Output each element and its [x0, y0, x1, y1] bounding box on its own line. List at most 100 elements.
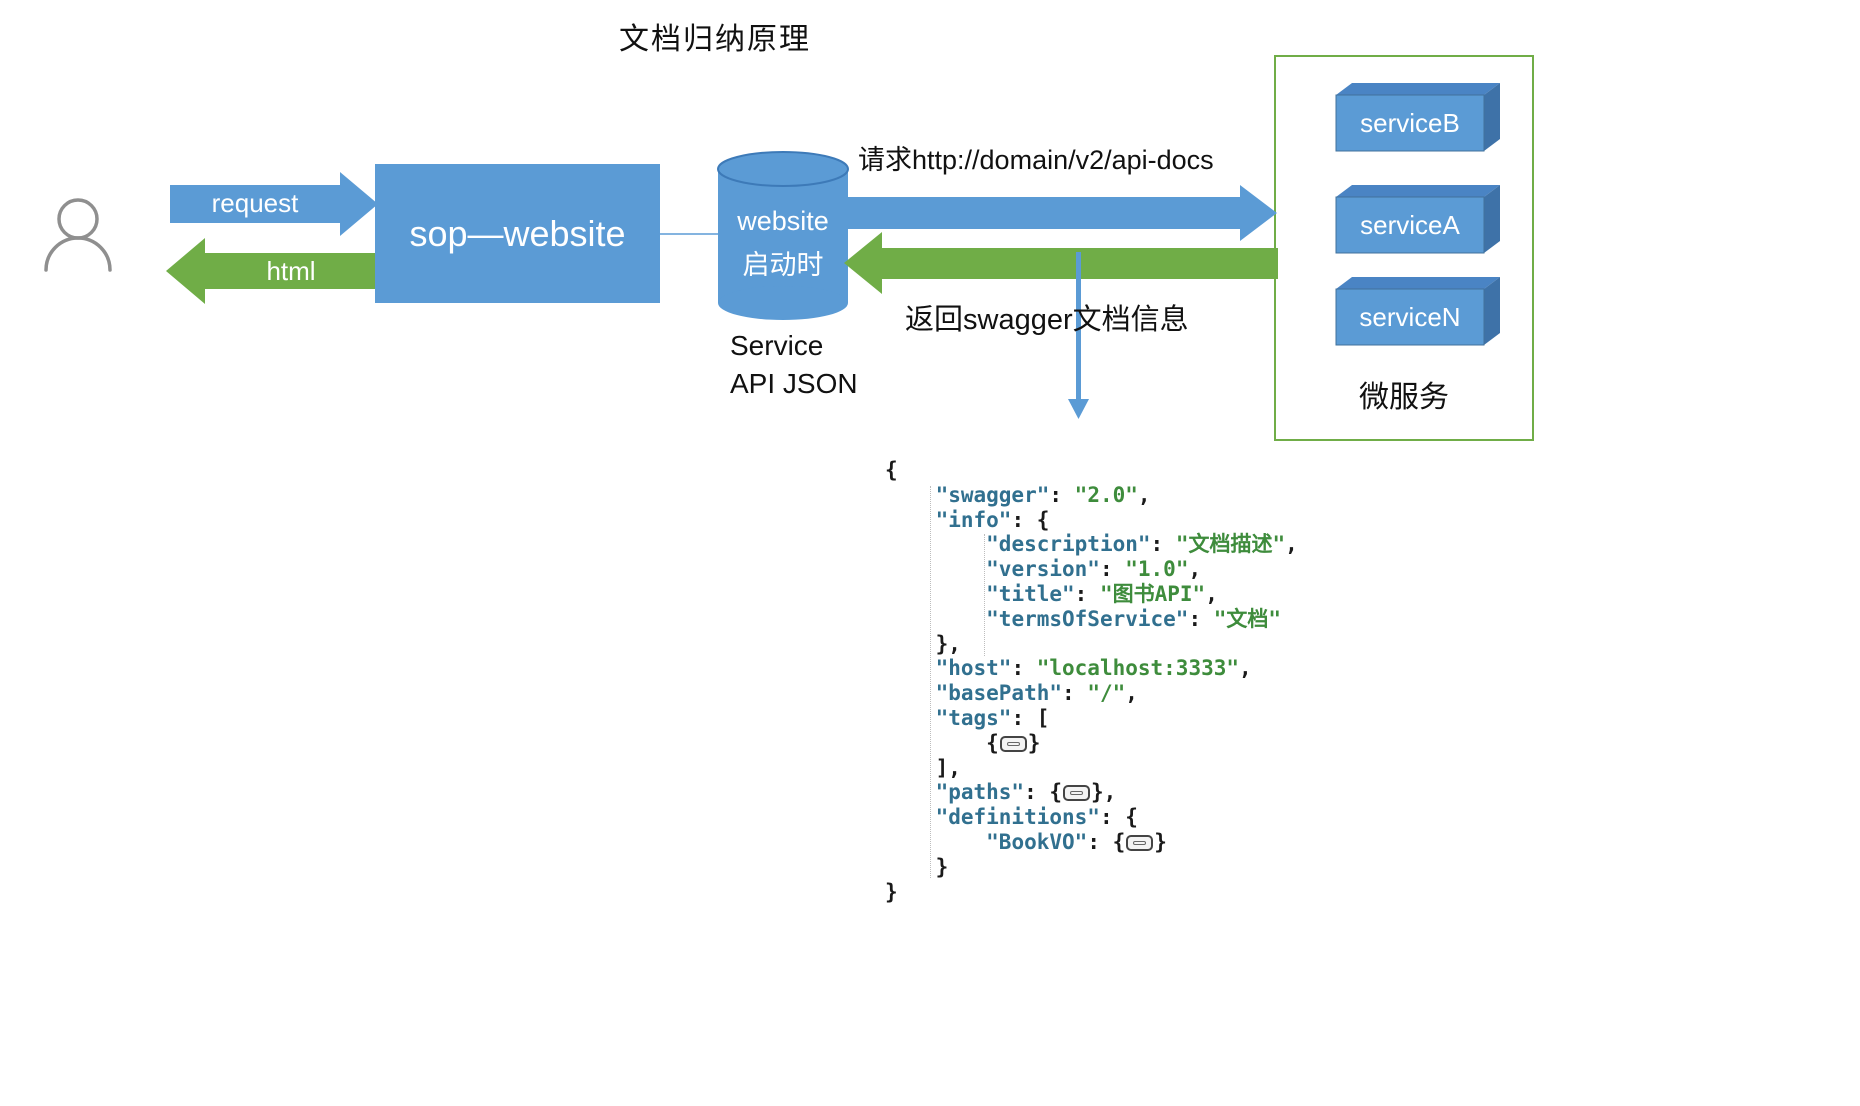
json-punct: : {: [1024, 780, 1063, 805]
json-punct: [885, 830, 986, 854]
json-key: "version": [986, 557, 1100, 582]
json-punct: [885, 508, 936, 532]
indent-guide: [984, 534, 985, 656]
json-key: "basePath": [935, 681, 1063, 706]
json-punct: : {: [1011, 507, 1050, 532]
html-arrow-label: html: [266, 256, 316, 286]
serviceN-label: serviceN: [1359, 301, 1461, 332]
json-punct: }: [885, 854, 949, 879]
serviceB-cube: [1335, 83, 1500, 152]
api-json-cylinder: [717, 151, 849, 320]
json-punct: }: [885, 879, 898, 904]
code-line: }: [885, 880, 1298, 905]
api-docs-request-arrow: [845, 185, 1277, 241]
cylinder-label-line2: 启动时: [742, 250, 824, 280]
json-value: "文档": [1213, 606, 1282, 631]
json-punct: [885, 607, 986, 631]
json-key: "BookVO": [986, 829, 1088, 854]
html-arrow: [166, 238, 377, 304]
code-line: {: [885, 458, 1298, 483]
json-key: "swagger": [935, 482, 1050, 507]
json-punct: :: [1150, 532, 1176, 557]
json-punct: [885, 706, 936, 730]
json-punct: }: [1154, 829, 1167, 854]
json-key: "tags": [935, 705, 1012, 730]
json-punct: :: [1062, 681, 1088, 706]
request-arrow-label: request: [211, 188, 299, 218]
json-punct: ,: [1188, 557, 1202, 582]
code-line: "basePath": "/",: [885, 681, 1298, 706]
code-line: "BookVO": {}: [885, 830, 1298, 855]
code-line: },: [885, 632, 1298, 657]
json-punct: }: [1027, 730, 1041, 755]
json-punct: [885, 582, 986, 606]
code-line: "paths": {},: [885, 780, 1298, 805]
json-punct: ],: [885, 755, 961, 780]
serviceB-label: serviceB: [1360, 107, 1460, 138]
collapsed-object-icon: [1126, 834, 1154, 851]
json-punct: },: [885, 631, 961, 656]
collapsed-object-icon: [999, 735, 1027, 752]
json-punct: [885, 656, 936, 680]
code-line: "definitions": {: [885, 805, 1298, 830]
json-punct: :: [1049, 482, 1075, 507]
json-punct: ,: [1125, 681, 1138, 706]
diagram-title: 文档归纳原理: [619, 23, 811, 56]
swagger-return-label: 返回swagger文档信息: [905, 304, 1189, 336]
json-punct: [885, 681, 936, 705]
json-punct: :: [1074, 581, 1100, 606]
json-punct: [885, 483, 936, 507]
code-line: ],: [885, 756, 1298, 781]
code-line: "version": "1.0",: [885, 557, 1298, 582]
user-icon: [44, 198, 112, 272]
json-value: "localhost:3333": [1036, 656, 1240, 681]
code-line: "termsOfService": "文档": [885, 607, 1298, 632]
cylinder-caption-line2: API JSON: [730, 368, 858, 399]
code-line: }: [885, 855, 1298, 880]
cylinder-caption-line1: Service: [730, 330, 824, 361]
code-line: "description": "文档描述",: [885, 532, 1298, 557]
json-key: "definitions": [935, 805, 1100, 830]
request-arrow: [170, 172, 378, 236]
serviceN-cube: [1335, 277, 1500, 346]
json-punct: ,: [1285, 532, 1298, 557]
json-punct: [885, 805, 936, 829]
cylinder-label-line1: website: [737, 206, 829, 236]
json-punct: {: [885, 730, 999, 755]
indent-guide: [930, 486, 931, 878]
json-punct: :: [1099, 557, 1126, 582]
code-line: "host": "localhost:3333",: [885, 656, 1298, 681]
api-docs-request-label: 请求http://domain/v2/api-docs: [858, 145, 1214, 175]
json-punct: ,: [1239, 656, 1252, 681]
json-key: "description": [986, 532, 1151, 557]
microservices-caption: 微服务: [1359, 381, 1449, 414]
json-punct: ,: [1205, 581, 1218, 606]
json-value: "2.0": [1074, 482, 1138, 507]
json-punct: :: [1011, 656, 1037, 681]
json-punct: :: [1188, 606, 1214, 631]
sop-website-box: [375, 164, 660, 303]
swagger-return-arrow: [844, 232, 1278, 294]
json-value: "图书API": [1099, 581, 1206, 606]
serviceA-label: serviceA: [1360, 209, 1460, 240]
json-punct: : [: [1011, 705, 1050, 730]
code-line: "title": "图书API",: [885, 582, 1298, 607]
json-punct: ,: [1137, 482, 1151, 507]
json-punct: {: [885, 458, 898, 482]
json-key: "paths": [935, 780, 1025, 805]
json-punct: [885, 532, 986, 556]
code-line: "info": {: [885, 508, 1298, 533]
sop-website-label: sop—website: [409, 212, 626, 254]
json-punct: [885, 780, 936, 804]
json-key: "title": [986, 581, 1075, 606]
json-value: "/": [1087, 681, 1126, 706]
code-line: "tags": [: [885, 706, 1298, 731]
down-arrow: [1068, 252, 1089, 419]
json-value: "1.0": [1125, 557, 1189, 582]
json-punct: [885, 557, 986, 581]
json-punct: },: [1091, 780, 1117, 805]
json-key: "termsOfService": [986, 606, 1189, 631]
json-value: "文档描述": [1175, 532, 1286, 557]
